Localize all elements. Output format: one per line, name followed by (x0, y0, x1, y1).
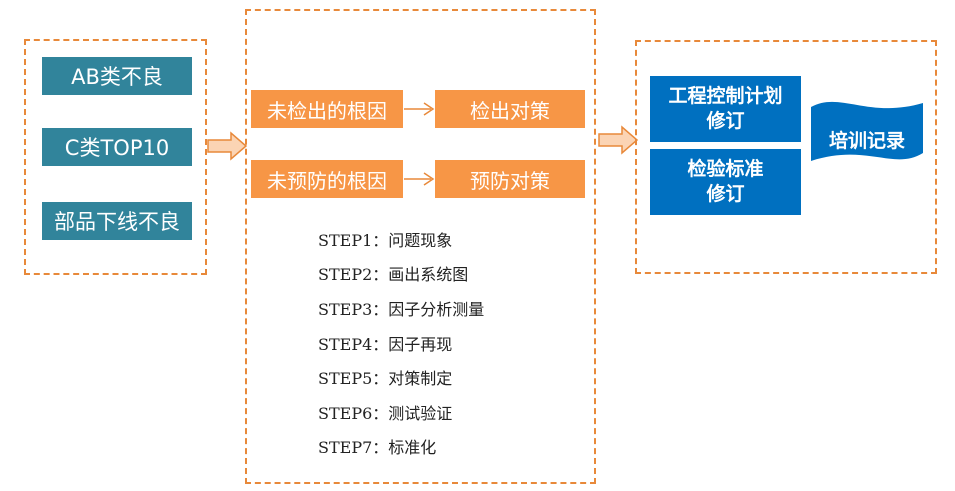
step-number: STEP6： (318, 404, 389, 423)
training-record-flag (811, 101, 923, 161)
cause-undetected: 未检出的根因 (251, 90, 403, 128)
step-item: STEP1：问题现象 (318, 230, 452, 252)
cause-to-measure-arrow-1 (404, 102, 435, 116)
left-panel (24, 39, 207, 275)
left-item-c-top10: C类TOP10 (42, 128, 192, 166)
inspection-standard-line2: 修订 (706, 183, 745, 205)
step-number: STEP4： (318, 335, 389, 354)
step-text: 画出系统图 (388, 265, 469, 284)
inspection-standard-line1: 检验标准 (687, 158, 764, 180)
step-text: 因子分析测量 (388, 300, 485, 319)
step-item: STEP2：画出系统图 (318, 264, 468, 286)
step-text: 测试验证 (388, 404, 453, 423)
step-text: 问题现象 (388, 231, 453, 250)
left-item-part-offline-defect: 部品下线不良 (42, 202, 192, 240)
control-plan-line2: 修订 (706, 110, 745, 132)
measure-detection: 检出对策 (435, 90, 585, 128)
flow-arrow-right (598, 125, 639, 155)
measure-prevention: 预防对策 (435, 160, 585, 198)
training-record-label: 培训记录 (828, 129, 905, 152)
step-text: 标准化 (388, 438, 437, 457)
left-item-ab-defect: AB类不良 (42, 57, 192, 95)
step-number: STEP5： (318, 369, 389, 388)
flow-arrow-left (207, 131, 248, 161)
middle-panel (245, 9, 596, 484)
right-panel (635, 40, 937, 274)
step-number: STEP3： (318, 300, 389, 319)
step-item: STEP4：因子再现 (318, 334, 452, 356)
inspection-standard-revision: 检验标准 修订 (650, 149, 801, 215)
step-number: STEP1： (318, 231, 389, 250)
cause-to-measure-arrow-2 (404, 172, 435, 186)
step-item: STEP6：测试验证 (318, 403, 452, 425)
step-number: STEP7： (318, 438, 389, 457)
control-plan-line1: 工程控制计划 (668, 85, 783, 107)
step-item: STEP5：对策制定 (318, 368, 452, 390)
step-item: STEP7：标准化 (318, 437, 436, 459)
control-plan-revision: 工程控制计划 修订 (650, 76, 801, 142)
cause-unprevented: 未预防的根因 (251, 160, 403, 198)
step-text: 对策制定 (388, 369, 453, 388)
step-number: STEP2： (318, 265, 389, 284)
step-item: STEP3：因子分析测量 (318, 299, 484, 321)
step-text: 因子再现 (388, 335, 453, 354)
